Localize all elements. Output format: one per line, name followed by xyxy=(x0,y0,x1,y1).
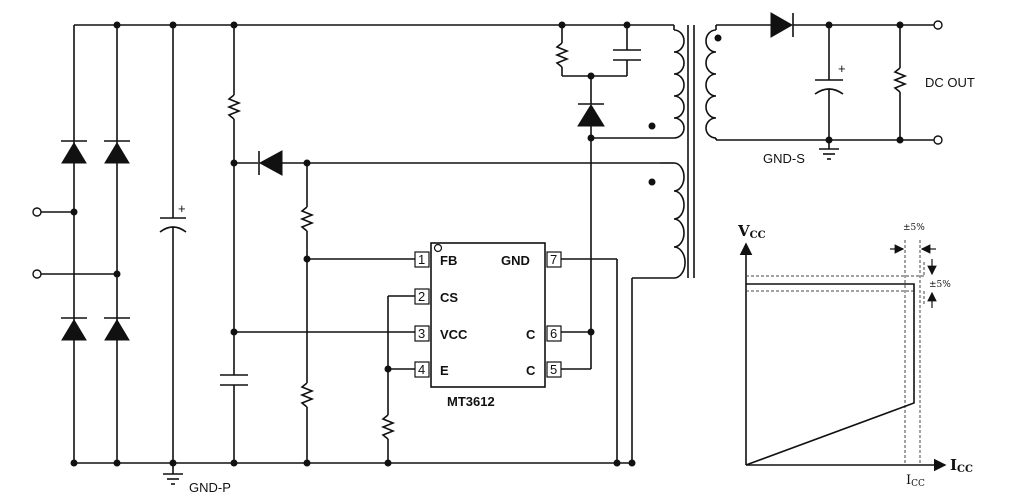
pin2-num: 2 xyxy=(418,289,425,304)
graph-x-axis-label: ICC xyxy=(950,456,973,475)
ic-mt3612: 1 2 3 4 7 6 5 FB CS VCC E GND C C MT3612 xyxy=(414,242,562,409)
gnd-p-label: GND-P xyxy=(189,480,231,495)
ic-name: MT3612 xyxy=(447,394,495,409)
graph-icc-mark: ICC xyxy=(906,473,925,489)
bulk-capacitor: + xyxy=(159,25,187,463)
bulk-cap-plus: + xyxy=(178,201,186,216)
gnd-p-symbol: GND-P xyxy=(163,463,231,495)
pin-label-fb: FB xyxy=(440,253,457,268)
pin6-num: 6 xyxy=(550,326,557,341)
dc-out-label: DC OUT xyxy=(925,75,975,90)
output-stage: + DC OUT GND-S xyxy=(716,12,975,166)
pin7-num: 7 xyxy=(550,252,557,267)
aux-diode xyxy=(234,150,660,176)
graph-y-axis-label: VCC xyxy=(737,222,766,241)
pin-label-vcc: VCC xyxy=(440,327,468,342)
pin3-num: 3 xyxy=(418,326,425,341)
rcd-snubber xyxy=(554,25,641,138)
collector-wiring xyxy=(561,134,674,463)
feedback-divider xyxy=(299,163,415,463)
pin-label-c6: C xyxy=(526,327,536,342)
gnd-s-label: GND-S xyxy=(763,151,805,166)
pin-label-c5: C xyxy=(526,363,536,378)
ac-input-terminals xyxy=(32,207,117,279)
transformer xyxy=(648,25,722,279)
pin-label-gnd: GND xyxy=(501,253,530,268)
pin-label-cs: CS xyxy=(440,290,458,305)
pin5-num: 5 xyxy=(550,362,557,377)
bridge-rectifier xyxy=(61,25,130,463)
cs-network xyxy=(380,295,415,463)
cv-cc-graph: VCC ICC ICC ±5% ±5% xyxy=(737,222,973,489)
pin-label-e: E xyxy=(440,363,449,378)
pin4-num: 4 xyxy=(418,362,425,377)
power-rails xyxy=(70,21,674,467)
graph-tol-current: ±5% xyxy=(903,223,925,233)
graph-tol-voltage: ±5% xyxy=(929,280,951,290)
startup-resistor xyxy=(226,25,242,375)
pin1-num: 1 xyxy=(418,252,425,267)
output-cap-plus: + xyxy=(838,61,846,76)
vcc-capacitor xyxy=(220,374,248,463)
